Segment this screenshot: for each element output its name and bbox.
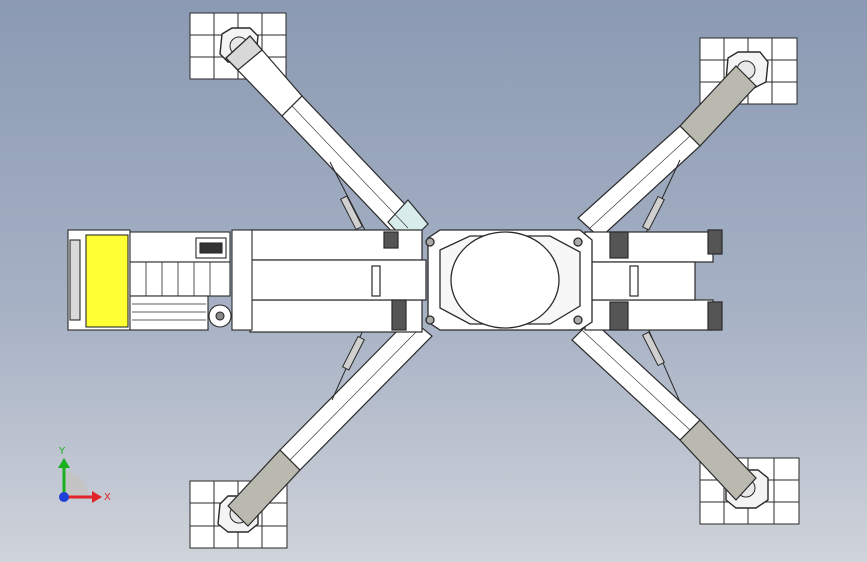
arm-bottom-right xyxy=(571,319,757,501)
arm-top-left xyxy=(225,35,429,245)
arm-top-right xyxy=(577,65,757,239)
z-axis-dot xyxy=(59,492,69,502)
coordinate-triad: Y X xyxy=(58,446,111,503)
x-axis-label: X xyxy=(104,492,111,503)
outrigger-cylinders xyxy=(329,159,681,403)
arm-bottom-left xyxy=(227,317,433,527)
y-axis-label: Y xyxy=(58,446,66,457)
cab-assembly xyxy=(67,229,253,331)
turntable-hub xyxy=(425,229,593,331)
carrier-frame xyxy=(235,229,723,333)
